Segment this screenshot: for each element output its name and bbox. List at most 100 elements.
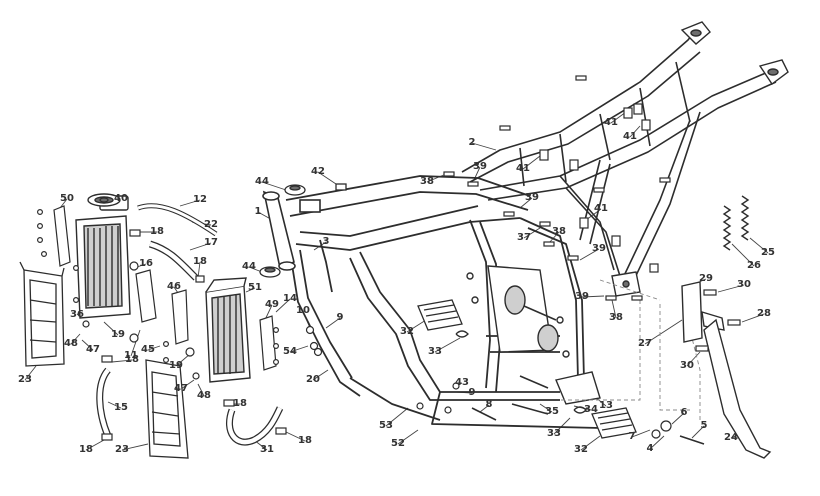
callout-18-d: 18 xyxy=(233,398,247,409)
callout-16: 16 xyxy=(139,258,153,269)
leader-line xyxy=(130,329,141,357)
callout-48-b: 48 xyxy=(197,390,211,401)
leader-line xyxy=(107,401,122,409)
callout-1: 1 xyxy=(254,206,262,217)
callout-39-c: 39 xyxy=(592,243,606,254)
callout-47-b: 47 xyxy=(174,383,188,394)
callout-23-a: 23 xyxy=(18,374,32,385)
leader-line xyxy=(147,345,161,351)
callout-15: 15 xyxy=(114,402,128,413)
leader-line xyxy=(686,351,701,367)
callout-18-b: 18 xyxy=(193,256,207,267)
leader-line xyxy=(325,317,341,329)
leader-line xyxy=(671,412,685,425)
callout-14: 14 xyxy=(283,293,297,304)
frame-headstock xyxy=(262,190,321,271)
callout-37: 37 xyxy=(517,232,531,243)
leader-line xyxy=(629,125,641,138)
leader-line xyxy=(397,429,419,445)
callout-50: 50 xyxy=(60,193,74,204)
callout-9-lower: 9 xyxy=(468,387,476,398)
callout-22: 22 xyxy=(204,219,218,230)
steering-bearings xyxy=(99,183,347,278)
callout-43: 43 xyxy=(455,377,469,388)
main-frame xyxy=(285,175,601,429)
callout-20: 20 xyxy=(306,374,320,385)
callout-54: 54 xyxy=(283,346,297,357)
leader-line xyxy=(580,435,601,451)
leader-line xyxy=(385,407,409,427)
leader-line xyxy=(522,155,541,170)
callout-42: 42 xyxy=(311,166,325,177)
leader-line xyxy=(649,435,665,450)
coolant-hoses xyxy=(96,203,284,446)
callout-9-upper: 9 xyxy=(336,312,344,323)
leader-line xyxy=(275,298,291,313)
leader-line xyxy=(285,431,306,442)
leader-line xyxy=(691,425,705,439)
callout-47-a: 47 xyxy=(86,344,100,355)
callout-24: 24 xyxy=(724,432,738,443)
subframe-clips xyxy=(539,103,659,273)
callout-38-c: 38 xyxy=(609,312,623,323)
leader-line xyxy=(717,284,745,293)
callout-41-a: 41 xyxy=(604,117,618,128)
callout-39-d: 39 xyxy=(575,291,589,302)
callout-39-a: 39 xyxy=(473,161,487,172)
leader-line xyxy=(317,171,337,185)
subframe-mount-lugs xyxy=(611,21,789,297)
leader-line xyxy=(179,199,201,207)
leader-line xyxy=(553,417,571,435)
callout-13: 13 xyxy=(599,400,613,411)
callout-51: 51 xyxy=(248,282,262,293)
callout-49: 49 xyxy=(265,299,279,310)
callout-10: 10 xyxy=(296,305,310,316)
callout-6: 6 xyxy=(680,407,688,418)
callout-4: 4 xyxy=(646,443,654,454)
callout-23-b: 23 xyxy=(115,444,129,455)
callout-33-b: 33 xyxy=(547,428,561,439)
leader-line xyxy=(519,197,533,209)
leader-line xyxy=(103,321,119,336)
callout-2: 2 xyxy=(468,137,476,148)
hose-clamps xyxy=(101,229,287,441)
leader-line xyxy=(479,404,490,413)
leader-line xyxy=(523,227,541,239)
leader-line xyxy=(631,429,651,438)
leader-line xyxy=(581,295,605,298)
callout-8: 8 xyxy=(485,399,493,410)
callout-41-d: 41 xyxy=(594,203,608,214)
callout-52: 52 xyxy=(391,438,405,449)
leader-line xyxy=(85,439,105,451)
leader-line xyxy=(24,365,37,381)
callout-40: 40 xyxy=(114,193,128,204)
leader-line xyxy=(741,313,765,323)
callout-46: 46 xyxy=(167,281,181,292)
right-radiator xyxy=(205,277,251,383)
leader-line xyxy=(434,337,461,353)
callout-34: 34 xyxy=(584,404,598,415)
leader-line xyxy=(579,248,600,261)
leader-line xyxy=(312,369,329,381)
leader-line xyxy=(245,287,256,293)
right-radiator-brackets xyxy=(163,289,280,380)
leader-line xyxy=(731,243,755,267)
callout-45: 45 xyxy=(141,344,155,355)
callout-30-b: 30 xyxy=(680,360,694,371)
callout-5: 5 xyxy=(700,420,708,431)
callout-19-b: 19 xyxy=(169,360,183,371)
leader-line xyxy=(749,237,769,254)
callout-18-f: 18 xyxy=(298,435,312,446)
callout-32-a: 32 xyxy=(400,326,414,337)
callout-12: 12 xyxy=(193,194,207,205)
callout-18-c: 18 xyxy=(125,354,139,365)
leader-line xyxy=(539,403,553,413)
callout-39-b: 39 xyxy=(525,192,539,203)
callout-30-a: 30 xyxy=(737,279,751,290)
callout-38-b: 38 xyxy=(552,226,566,237)
callout-26: 26 xyxy=(747,260,761,271)
callout-7: 7 xyxy=(628,431,636,442)
callout-17: 17 xyxy=(204,237,218,248)
footpegs xyxy=(417,299,637,439)
callout-31: 31 xyxy=(260,444,274,455)
